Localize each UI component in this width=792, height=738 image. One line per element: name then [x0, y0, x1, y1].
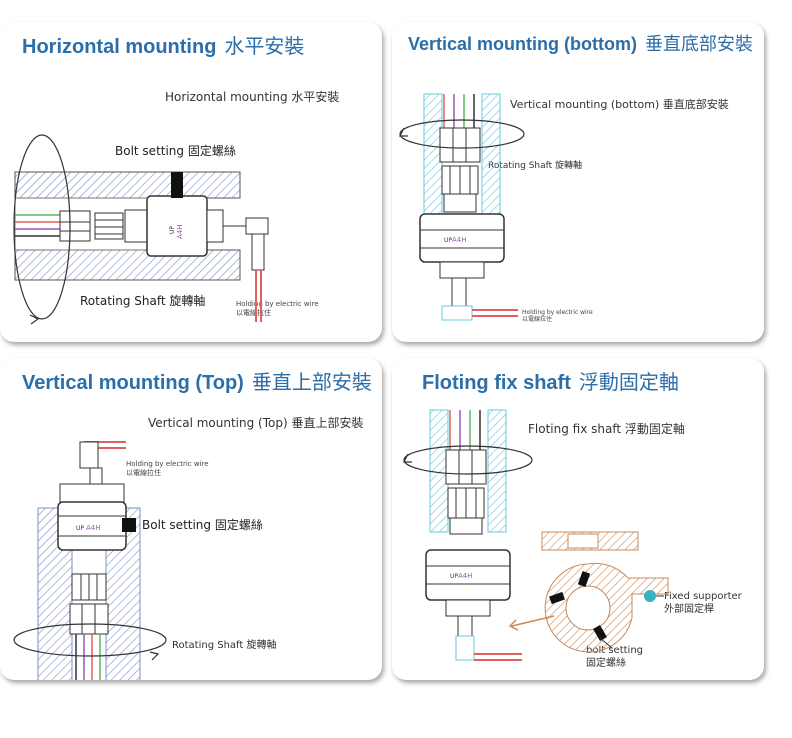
panel-subtitle: Vertical mounting (Top) 垂直上部安裝 — [148, 416, 364, 430]
panel-subtitle: Vertical mounting (bottom) 垂直底部安裝 — [510, 98, 729, 111]
panel-subtitle: Horizontal mounting 水平安裝 — [165, 90, 340, 104]
panel-subtitle: Floting fix shaft 浮動固定軸 — [528, 422, 685, 436]
panel-title: Vertical mounting (Top)垂直上部安裝 — [22, 372, 372, 394]
rotating-shaft-label: Rotating Shaft 旋轉軸 — [488, 161, 583, 171]
vertical-bottom-drawing: UP A4H — [399, 93, 525, 321]
panel-title: Vertical mounting (bottom)垂直底部安裝 — [408, 34, 753, 54]
panel-vertical-mounting-top: Vertical mounting (Top)垂直上部安裝 Vertical m… — [0, 358, 382, 680]
panel-vertical-mounting-bottom: Vertical mounting (bottom)垂直底部安裝 Vertica… — [392, 22, 764, 342]
svg-text:UP: UP — [450, 573, 458, 580]
svg-text:UP: UP — [169, 226, 176, 234]
bolt-setting-label: Bolt setting 固定螺絲 — [115, 144, 236, 158]
rotating-shaft-label: Rotating Shaft 旋轉軸 — [172, 640, 277, 651]
rotating-shaft-label: Rotating Shaft 旋轉軸 — [80, 294, 206, 308]
svg-text:A4H: A4H — [458, 572, 473, 580]
floating-shaft-drawing: UP A4H — [403, 409, 669, 661]
svg-text:A4H: A4H — [452, 236, 467, 244]
svg-text:UP: UP — [76, 525, 84, 532]
svg-text:A4H: A4H — [86, 524, 101, 532]
bolt-setting-label: Bolt setting 固定螺絲 — [142, 518, 263, 532]
svg-text:A4H: A4H — [176, 224, 184, 239]
svg-text:UP: UP — [444, 237, 452, 244]
horizontal-mounting-drawing: A4H UP — [13, 134, 269, 325]
vertical-top-drawing: UP A4H — [13, 441, 167, 680]
